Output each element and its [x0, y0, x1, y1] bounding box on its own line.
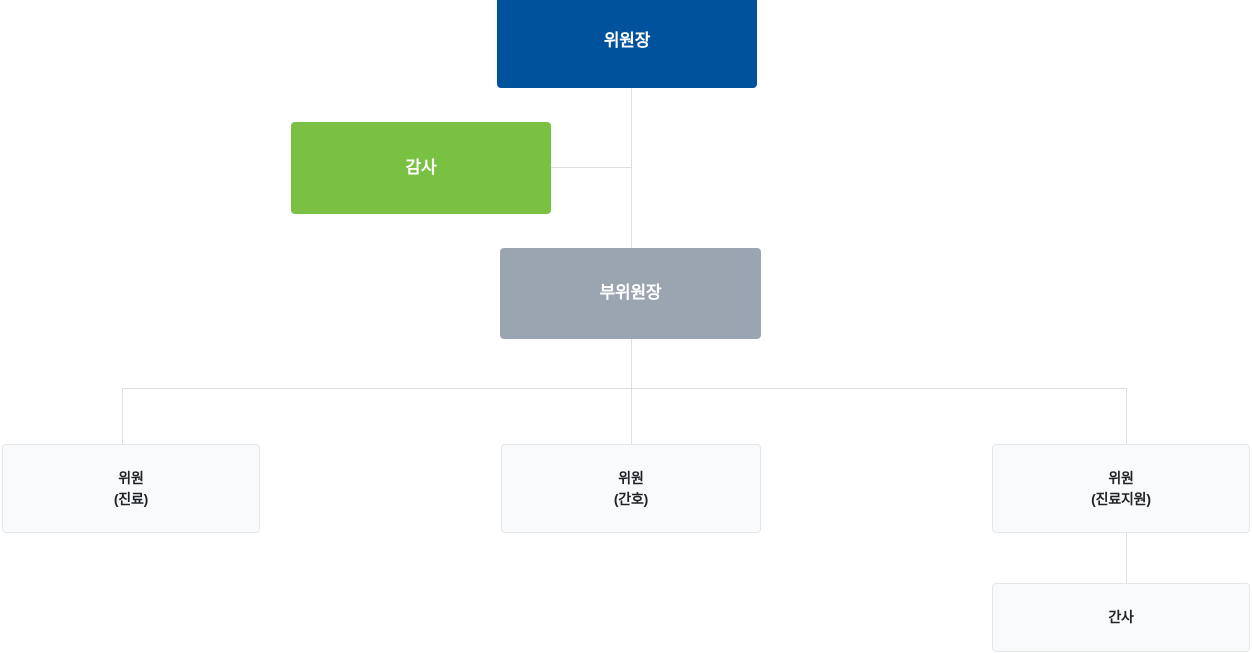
node-auditor[interactable]: 감사	[291, 122, 551, 214]
connector-branch-bus	[122, 388, 1127, 389]
connector-member-support-to-secretary	[1126, 533, 1127, 583]
connector-vice-to-bus	[631, 339, 632, 388]
node-auditor-label: 감사	[405, 157, 437, 177]
connector-bus-to-member-medical	[122, 388, 123, 444]
node-chairperson[interactable]: 위원장	[497, 0, 757, 88]
node-secretary[interactable]: 간사	[992, 583, 1250, 652]
node-member-medical-label: 위원 (진료)	[113, 470, 149, 507]
node-vice-chairperson-label: 부위원장	[599, 283, 662, 303]
node-member-support[interactable]: 위원 (진료지원)	[992, 444, 1250, 533]
node-secretary-label: 간사	[1108, 609, 1134, 626]
connector-bus-to-member-support	[1126, 388, 1127, 444]
node-chairperson-label: 위원장	[603, 31, 651, 51]
node-member-support-label: 위원 (진료지원)	[1091, 470, 1151, 507]
connector-audit-to-stem	[551, 167, 632, 168]
node-vice-chairperson[interactable]: 부위원장	[500, 248, 761, 339]
node-member-medical[interactable]: 위원 (진료)	[2, 444, 260, 533]
connector-bus-to-member-nursing	[631, 388, 632, 444]
connector-chair-to-vice	[631, 88, 632, 248]
node-member-nursing[interactable]: 위원 (간호)	[501, 444, 761, 533]
node-member-nursing-label: 위원 (간호)	[613, 470, 649, 507]
